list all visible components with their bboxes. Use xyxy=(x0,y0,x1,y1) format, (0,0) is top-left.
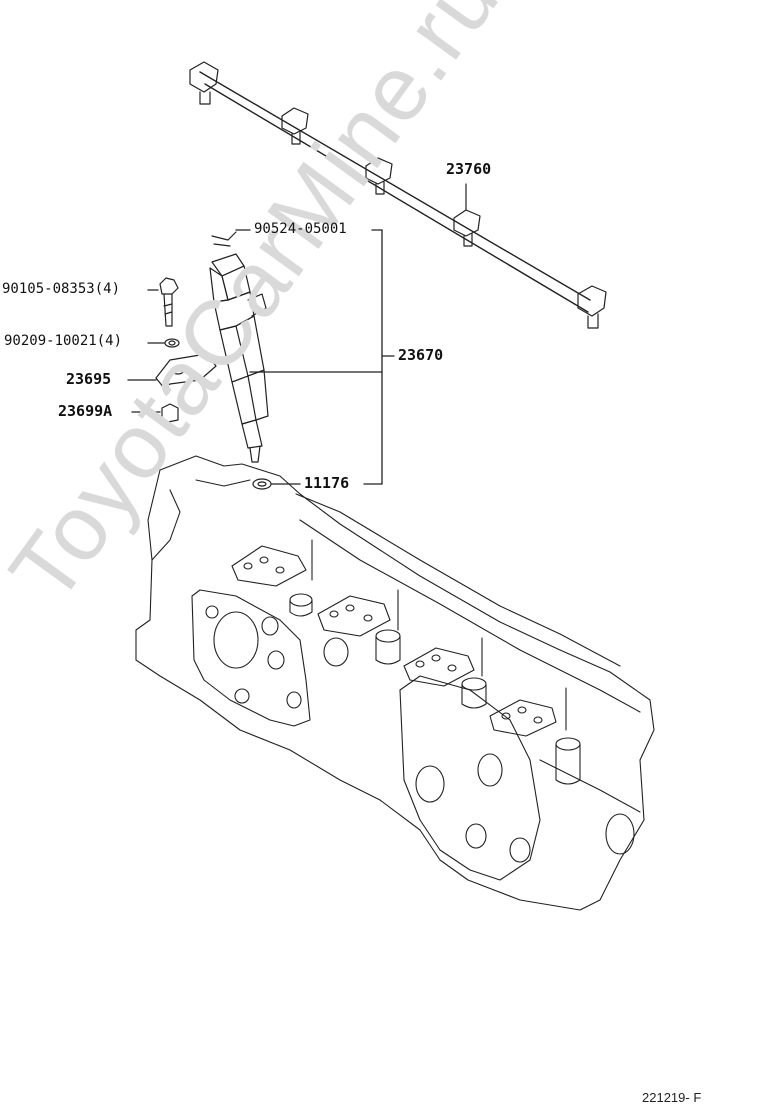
bolt-90105 xyxy=(159,277,179,327)
label-90105-08353: 90105-08353(4) xyxy=(2,281,121,297)
leader-lines xyxy=(127,229,395,485)
label-23670: 23670 xyxy=(398,346,444,364)
clamp-23695 xyxy=(155,353,217,389)
label-23695: 23695 xyxy=(66,370,112,388)
label-90209-10021: 90209-10021(4) xyxy=(4,333,123,349)
fuel-rail xyxy=(189,61,607,329)
injector xyxy=(209,231,269,463)
label-90524-05001: 90524-05001 xyxy=(254,221,347,237)
washer-90209 xyxy=(164,338,180,348)
diagram-code: 221219- F xyxy=(642,1090,702,1105)
label-23760: 23760 xyxy=(446,160,492,178)
gasket-11176 xyxy=(252,478,272,490)
label-11176: 11176 xyxy=(304,474,350,492)
cylinder-head xyxy=(135,455,655,911)
label-23699A: 23699A xyxy=(58,402,113,420)
collar-23699A xyxy=(161,403,179,423)
